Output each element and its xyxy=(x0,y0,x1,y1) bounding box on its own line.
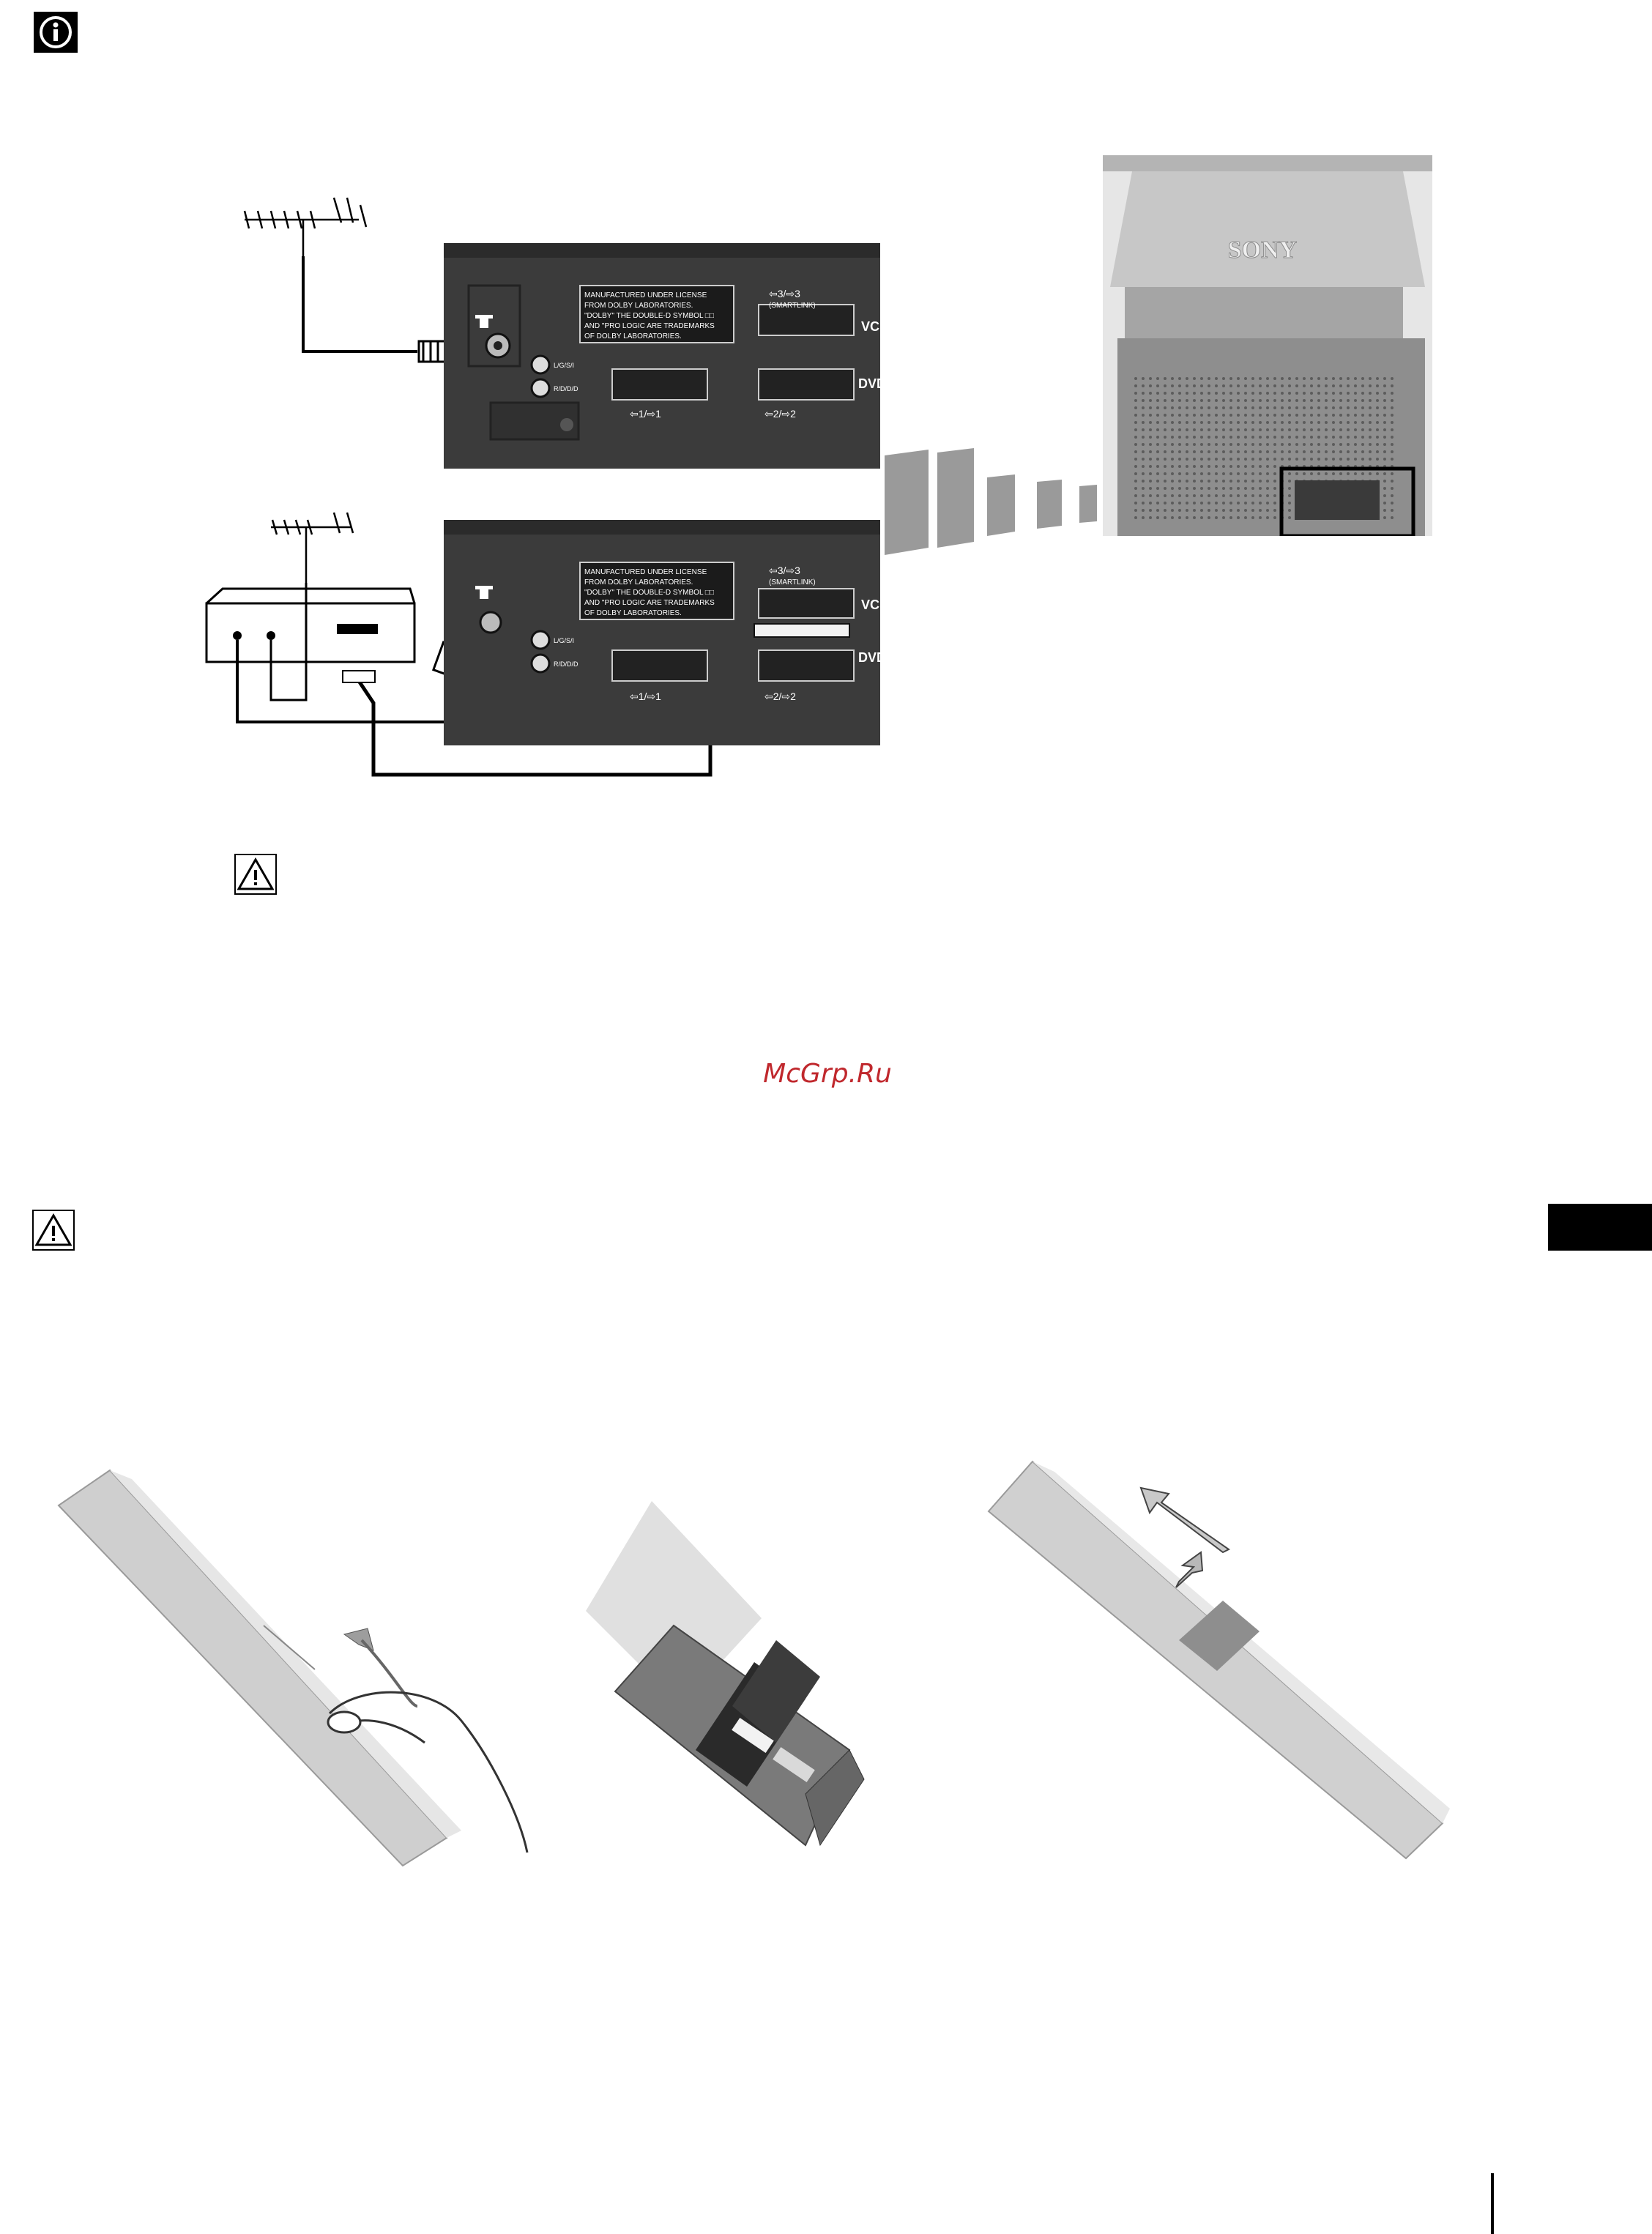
svg-text:AND "PRO LOGIC ARE TRADEMARKS: AND "PRO LOGIC ARE TRADEMARKS xyxy=(584,322,715,330)
svg-text:R/D/D/D: R/D/D/D xyxy=(554,385,578,392)
scart1-label: ⇦1/⇨1 xyxy=(630,408,661,420)
tv-rear-image: SONY xyxy=(1103,155,1432,538)
section-tab xyxy=(1548,1204,1652,1251)
info-icon xyxy=(34,12,78,53)
svg-text:AND "PRO LOGIC ARE TRADEMARKS: AND "PRO LOGIC ARE TRADEMARKS xyxy=(584,599,715,607)
svg-text:⇦1/⇨1: ⇦1/⇨1 xyxy=(630,690,661,702)
svg-text:MANUFACTURED UNDER LICENSE: MANUFACTURED UNDER LICENSE xyxy=(584,568,707,576)
vcr-device-icon xyxy=(205,587,416,663)
scart3-label: ⇦3/⇨3 xyxy=(769,288,800,299)
remote-step-batteries-image xyxy=(586,1501,915,1867)
scart2-label: ⇦2/⇨2 xyxy=(764,408,796,420)
remote-step-close-image xyxy=(981,1457,1450,1867)
svg-text:(SMARTLINK): (SMARTLINK) xyxy=(769,578,816,587)
svg-text:OF DOLBY LABORATORIES.: OF DOLBY LABORATORIES. xyxy=(584,609,682,617)
svg-text:VCR: VCR xyxy=(861,597,889,612)
antenna-connection-diagram: MANUFACTURED UNDER LICENSE FROM DOLBY LA… xyxy=(190,176,923,791)
warning-icon xyxy=(234,854,277,895)
svg-text:R/D/D/D: R/D/D/D xyxy=(554,660,578,668)
dvd-label: DVD xyxy=(858,376,886,391)
page-rule xyxy=(1491,2173,1494,2234)
svg-text:L/G/S/I: L/G/S/I xyxy=(554,362,574,369)
remote-step-open-image xyxy=(51,1464,549,1874)
antenna-icon xyxy=(271,512,354,583)
svg-text:"DOLBY" THE DOUBLE-D SYMBOL □□: "DOLBY" THE DOUBLE-D SYMBOL □□ xyxy=(584,312,714,320)
svg-text:OF DOLBY LABORATORIES.: OF DOLBY LABORATORIES. xyxy=(584,332,682,340)
antenna-icon xyxy=(243,197,368,351)
svg-text:FROM DOLBY LABORATORIES.: FROM DOLBY LABORATORIES. xyxy=(584,302,693,310)
tv-brand-logo: SONY xyxy=(1228,237,1297,264)
svg-text:(SMARTLINK): (SMARTLINK) xyxy=(769,302,816,310)
panel-notice-1: MANUFACTURED UNDER LICENSE xyxy=(584,291,707,299)
svg-text:⇦2/⇨2: ⇦2/⇨2 xyxy=(764,690,796,702)
vcr-label: VCR xyxy=(861,319,889,334)
svg-text:FROM DOLBY LABORATORIES.: FROM DOLBY LABORATORIES. xyxy=(584,578,693,587)
warning-icon xyxy=(32,1210,75,1251)
svg-text:DVD: DVD xyxy=(858,650,886,665)
zoom-indicator xyxy=(885,445,1119,562)
svg-text:L/G/S/I: L/G/S/I xyxy=(554,637,574,644)
svg-text:⇦3/⇨3: ⇦3/⇨3 xyxy=(769,565,800,576)
watermark-text: McGrp.Ru xyxy=(763,1059,892,1089)
svg-text:"DOLBY" THE DOUBLE-D SYMBOL □□: "DOLBY" THE DOUBLE-D SYMBOL □□ xyxy=(584,589,714,597)
